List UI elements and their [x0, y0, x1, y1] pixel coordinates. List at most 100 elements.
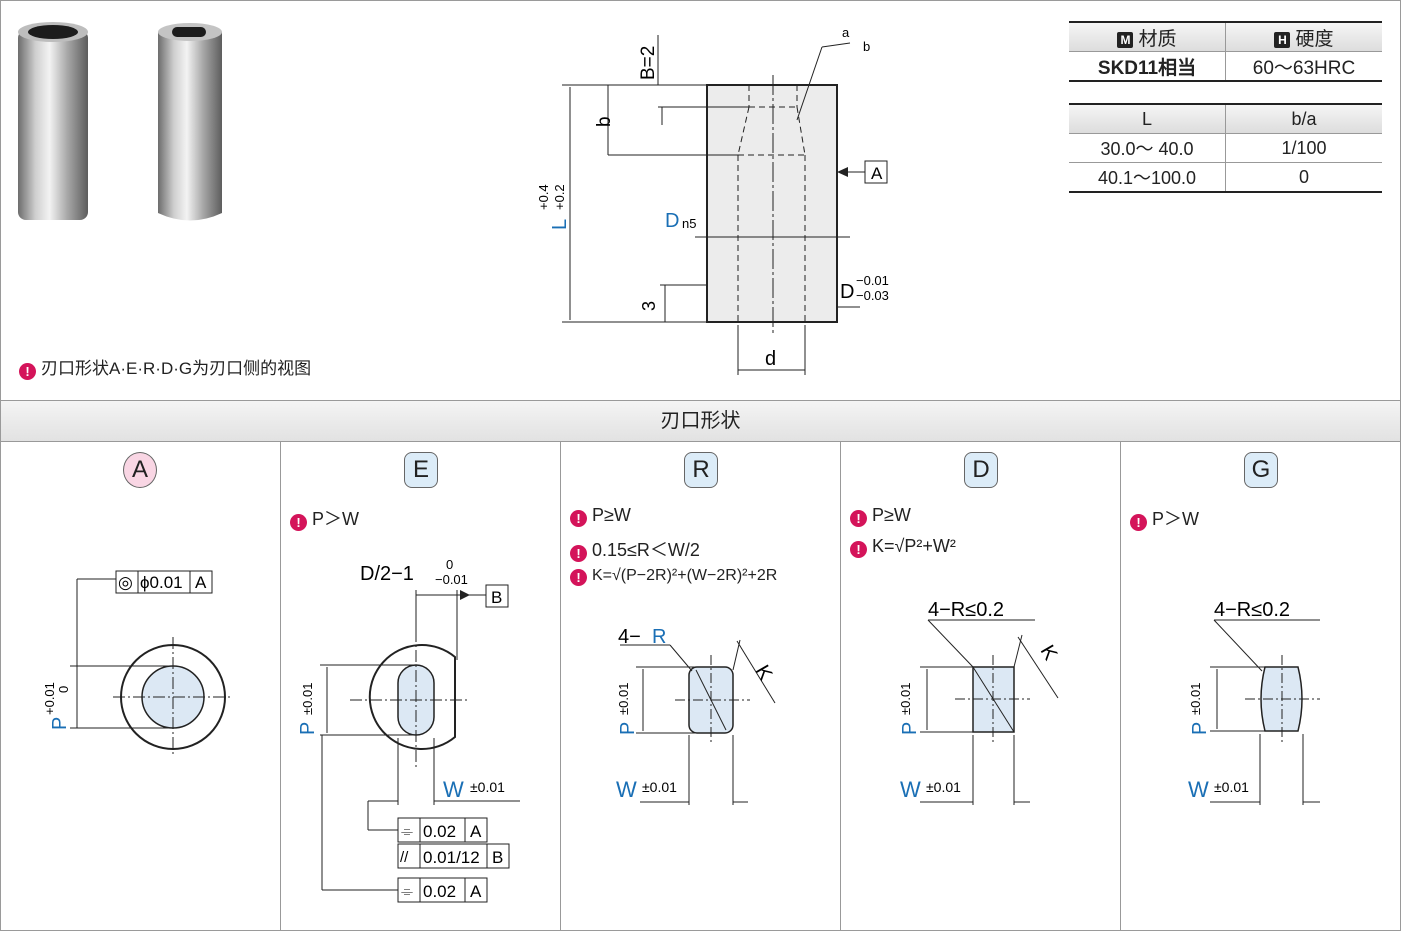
col-l-header: L	[1069, 104, 1226, 134]
shape-a-drawing: ◎ ϕ0.01 A P +0.01 0	[42, 570, 230, 757]
k-label: K	[1036, 642, 1062, 665]
view-note: !刃口形状A·E·R·D·G为刃口侧的视图	[19, 354, 311, 380]
l-tol-up: +0.4	[536, 184, 551, 210]
r-limit-label: 4−R≤0.2	[928, 599, 1004, 621]
w-tol: ±0.01	[926, 779, 961, 795]
round-punch-photo	[18, 22, 88, 220]
info-bulb-icon: !	[570, 569, 587, 586]
condition-r-2: !0.15≤R＜W/2	[570, 536, 700, 562]
dn5-label: D	[665, 210, 679, 232]
half-d-label: D/2−1	[360, 563, 414, 585]
p-label: P	[899, 722, 921, 735]
p-tol: ±0.01	[300, 683, 315, 715]
shape-e-drawing: D/2−1 0 −0.01 B P ±0.01 W ±0.01 ⌯ 0.02 A…	[297, 560, 520, 903]
small-d-label: d	[765, 348, 776, 370]
half-tol-up: 0	[446, 560, 453, 572]
shape-label-d: D	[964, 452, 998, 488]
w-tol: ±0.01	[1214, 779, 1249, 795]
symmetry-icon: ⌯	[401, 883, 413, 900]
condition-d-2: !K=√P²+W²	[850, 536, 956, 558]
info-bulb-icon: !	[1130, 514, 1147, 531]
info-bulb-icon: !	[850, 510, 867, 527]
section-title: 刃口形状	[1, 400, 1400, 442]
angle-a-label: a	[842, 25, 850, 40]
condition-e-1: !P＞W	[290, 505, 359, 531]
shape-column-d	[840, 441, 1121, 930]
row-ba: 1/100	[1225, 133, 1382, 163]
symmetry-icon: ⌯	[401, 823, 413, 840]
fcf-e3-datum: A	[470, 882, 482, 901]
three-label: 3	[639, 301, 659, 311]
half-tol-dn: −0.01	[435, 572, 468, 587]
tolerance-table: L b/a 30.0～ 40.0 1/100 40.1～100.0 0	[1069, 103, 1382, 193]
l-tol-dn: +0.2	[552, 184, 567, 210]
fcf-e1-datum: A	[470, 822, 482, 841]
l-label: L	[549, 219, 571, 230]
w-label: W	[616, 777, 637, 802]
p-label: P	[297, 722, 319, 735]
r-limit-label: 4−R≤0.2	[1214, 599, 1290, 621]
w-label: W	[443, 777, 464, 802]
shape-label-a: A	[123, 452, 157, 488]
p-tol: ±0.01	[616, 683, 631, 715]
flat-punch-photo	[158, 23, 222, 221]
w-label: W	[900, 777, 921, 802]
fcf-e3-value: 0.02	[423, 882, 456, 901]
shape-label-g: G	[1244, 452, 1278, 488]
row-ba: 0	[1298, 166, 1309, 187]
p-tol: ±0.01	[1188, 683, 1203, 715]
fcf-e2-value: 0.01/12	[423, 848, 480, 867]
w-tol: ±0.01	[470, 779, 505, 795]
shape-label-e: E	[404, 452, 438, 488]
shape-r-drawing: 4− R K P ±0.01 W ±0.01	[616, 626, 777, 805]
condition-r-3: !K=√(P−2R)²+(W−2R)²+2R	[570, 567, 777, 586]
r-count-label: 4−	[618, 626, 641, 648]
fcf-a-value: ϕ0.01	[140, 573, 183, 592]
row-l: 40.1～100.0	[1069, 162, 1226, 192]
p-tol-up: +0.01	[42, 682, 57, 715]
concentricity-icon: ◎	[118, 573, 133, 592]
d-tol-dn: −0.03	[856, 288, 889, 303]
angle-b-label: b	[863, 39, 870, 54]
datum-a-label: A	[871, 164, 883, 183]
info-bulb-icon: !	[290, 514, 307, 531]
main-drawing: A a b B=2 b L +0.4 +0.2 3 D n5 D −0.01 −…	[536, 25, 889, 375]
punch-body	[706, 84, 838, 323]
p-tol: ±0.01	[898, 683, 913, 715]
shape-column-r	[560, 441, 841, 930]
p-label: P	[1189, 722, 1211, 735]
datum-b-label: B	[491, 588, 502, 607]
p-label: P	[617, 722, 639, 735]
row-l: 30.0～ 40.0	[1069, 133, 1226, 163]
shape-g-drawing: 4−R≤0.2 P ±0.01 W ±0.01	[1188, 599, 1320, 805]
w-label: W	[1188, 777, 1209, 802]
shape-label-r: R	[684, 452, 718, 488]
col-ba-header: b/a	[1225, 104, 1382, 134]
k-label: K	[751, 662, 777, 685]
p-tol-dn: 0	[56, 686, 71, 693]
condition-g-1: !P＞W	[1130, 505, 1199, 531]
product-photos	[18, 22, 222, 221]
fcf-e1-value: 0.02	[423, 822, 456, 841]
b-eq-label: B=2	[638, 46, 659, 80]
b-label: b	[594, 116, 615, 127]
p-label: P	[49, 717, 71, 730]
info-bulb-icon: !	[850, 541, 867, 558]
shape-column-e	[280, 441, 561, 930]
material-value: SKD11相当	[1069, 51, 1226, 81]
condition-r-1: !P≥W	[570, 505, 631, 527]
d-tol-up: −0.01	[856, 273, 889, 288]
w-tol: ±0.01	[642, 779, 677, 795]
hardness-value: 60～63HRC	[1252, 57, 1356, 79]
r-label: R	[652, 626, 666, 648]
info-bulb-icon: !	[19, 363, 36, 380]
shape-column-a	[0, 441, 281, 930]
fcf-a-datum: A	[195, 573, 207, 592]
dn5-sub: n5	[682, 216, 696, 231]
shape-d-drawing: 4−R≤0.2 K P ±0.01 W ±0.01	[898, 599, 1062, 805]
d-label: D	[840, 281, 854, 303]
info-bulb-icon: !	[570, 510, 587, 527]
